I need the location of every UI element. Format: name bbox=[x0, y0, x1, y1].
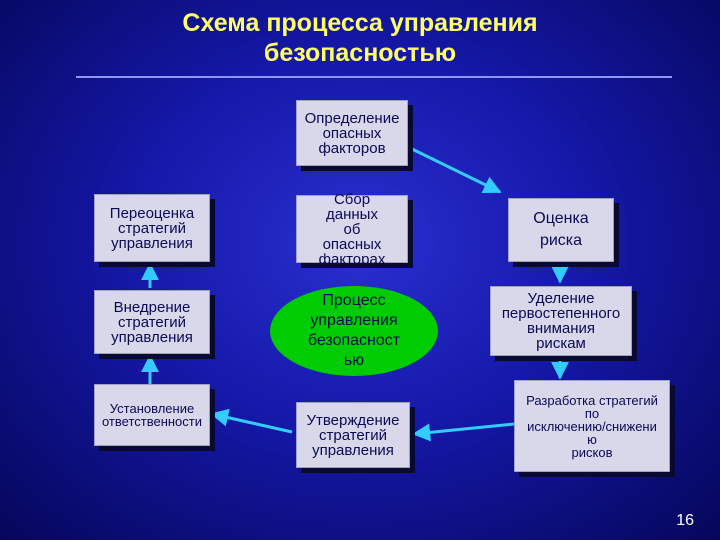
step-implement-strategies: Внедрение стратегий управления bbox=[94, 290, 210, 354]
center-process-ellipse: Процесс управления безопасност ью bbox=[270, 286, 438, 376]
title-line-1: Схема процесса управления bbox=[182, 9, 538, 37]
step-approve-strategies: Утверждение стратегий управления bbox=[296, 402, 410, 468]
title-underline bbox=[76, 76, 672, 78]
step-prioritize-risks: Уделение первостепенного внимания рискам bbox=[490, 286, 632, 356]
step-collect-data: Сбор данных об опасных факторах bbox=[296, 192, 408, 267]
step-assess-risk: Оценка риска bbox=[508, 198, 614, 262]
arrow-identify-to-assess bbox=[409, 146, 502, 194]
arrow-approve-to-responsibility bbox=[210, 408, 293, 434]
slide-title: Схема процесса управления безопасностью bbox=[0, 8, 720, 68]
arrow-strategy-to-approve bbox=[412, 422, 515, 442]
title-line-2: безопасностью bbox=[263, 39, 457, 67]
step-assign-responsibility: Установление ответственности bbox=[94, 384, 210, 446]
page-number: 16 bbox=[676, 512, 694, 529]
step-develop-strategies: Разработка стратегий по исключению/сниже… bbox=[514, 380, 670, 472]
step-identify-hazards: Определение опасных факторов bbox=[296, 100, 408, 166]
step-reassess-strategies: Переоценка стратегий управления bbox=[94, 194, 210, 262]
